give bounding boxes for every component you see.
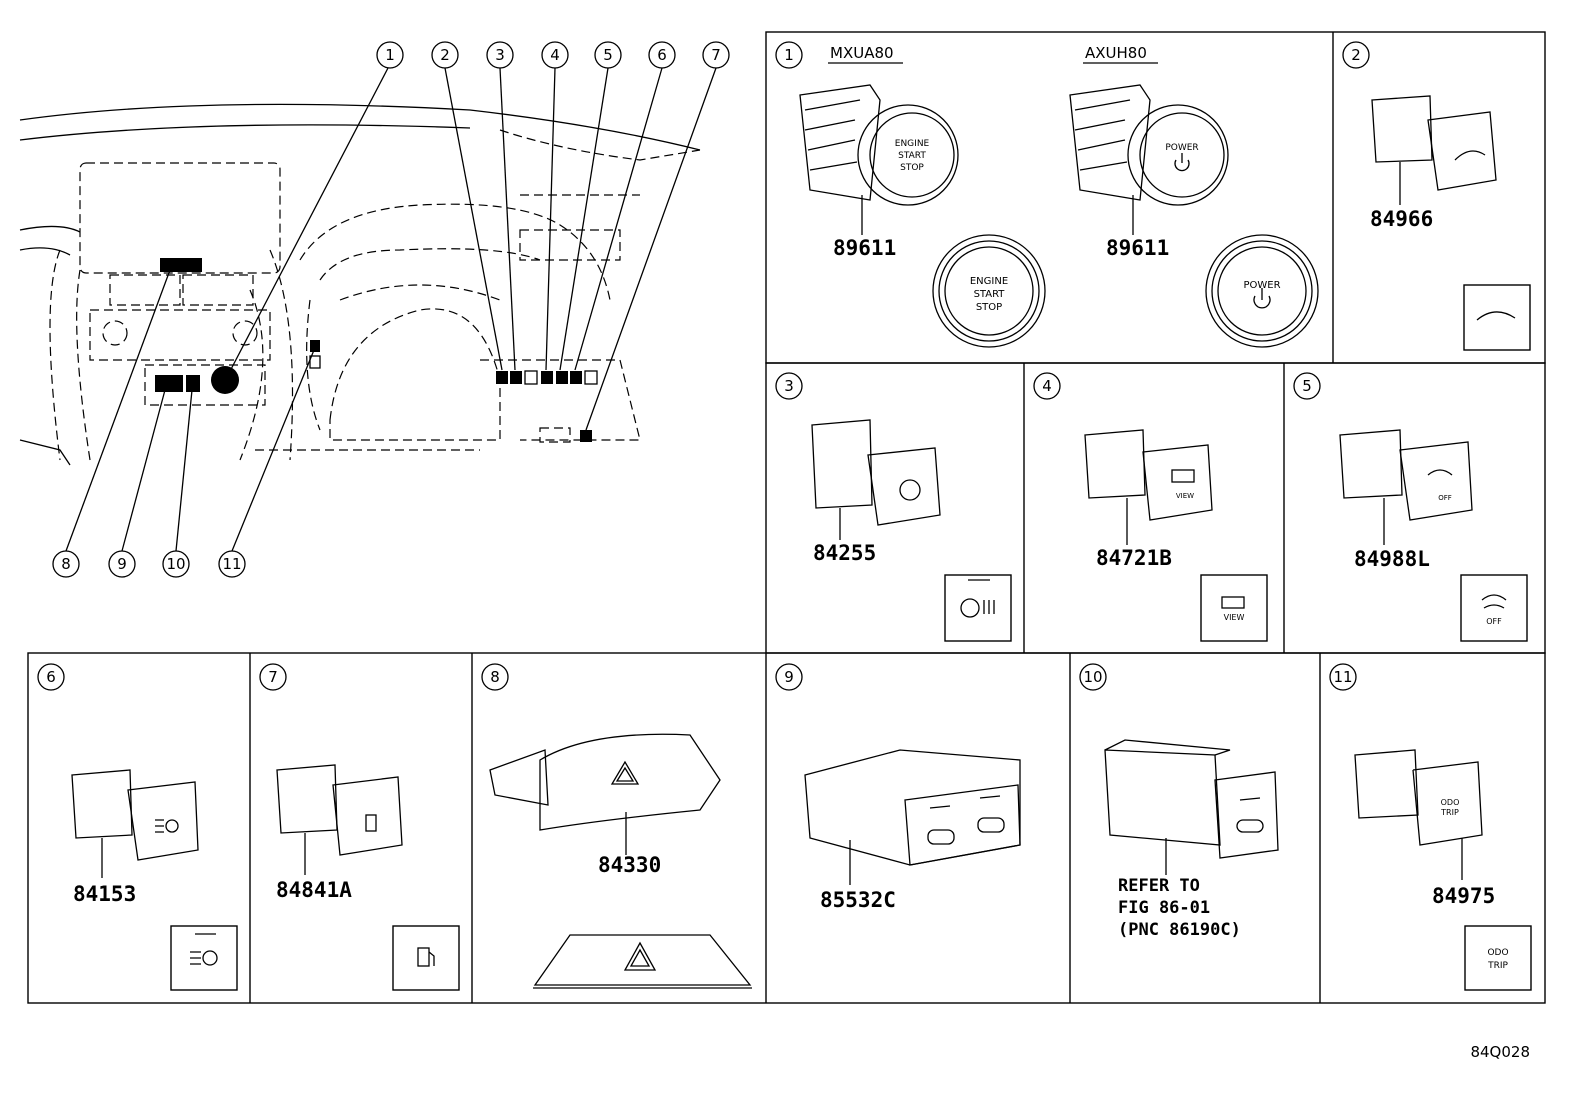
usb-icon — [1239, 797, 1261, 801]
part-85532c: 85532C — [820, 888, 896, 912]
panel-3-switch: 3 84255 — [775, 372, 1012, 642]
svg-text:4: 4 — [1042, 377, 1052, 395]
center-display — [79, 162, 281, 274]
svg-text:8: 8 — [61, 555, 71, 573]
svg-text:POWER: POWER — [1165, 143, 1198, 153]
svg-text:START: START — [898, 151, 926, 161]
svg-text:ODO: ODO — [1487, 948, 1508, 958]
traction-off-icon — [1481, 594, 1507, 609]
svg-text:5: 5 — [603, 46, 613, 64]
part-84255: 84255 — [813, 541, 876, 565]
panel-7-switch: 7 84841A — [259, 663, 460, 991]
svg-text:VIEW: VIEW — [1224, 613, 1245, 622]
svg-text:11: 11 — [222, 555, 241, 573]
svg-text:STOP: STOP — [976, 302, 1002, 313]
svg-text:TRIP: TRIP — [1487, 961, 1508, 971]
suspension-icon — [1476, 311, 1516, 321]
callout-8: 8 — [52, 550, 80, 578]
callout-6: 6 — [648, 41, 676, 69]
svg-text:OFF: OFF — [1438, 494, 1452, 502]
part-84330: 84330 — [598, 853, 661, 877]
part-89611-a: 89611 — [833, 236, 896, 260]
svg-text:2: 2 — [440, 46, 450, 64]
part-84721b: 84721B — [1096, 546, 1172, 570]
callout-7: 7 — [702, 41, 730, 69]
callout-2: 2 — [431, 41, 459, 69]
view-icon — [1221, 596, 1245, 609]
auto-headlight-icon — [202, 950, 218, 966]
svg-text:OFF: OFF — [1486, 617, 1502, 626]
svg-text:FIG 86-01: FIG 86-01 — [1118, 898, 1210, 918]
variant-axuh80: AXUH80 — [1085, 44, 1147, 62]
usb-c-icon — [929, 795, 1001, 809]
svg-text:1: 1 — [385, 46, 395, 64]
dashboard-overview: 1 2 3 4 5 6 7 8 9 10 11 — [19, 41, 730, 578]
panel-9-usb: 9 85532C — [775, 663, 1021, 912]
svg-text:3: 3 — [784, 377, 794, 395]
fuel-door-icon — [417, 947, 430, 967]
callout-11: 11 — [218, 550, 246, 578]
part-84153: 84153 — [73, 882, 136, 906]
svg-text:STOP: STOP — [900, 163, 924, 173]
svg-text:5: 5 — [1302, 377, 1312, 395]
svg-text:6: 6 — [657, 46, 667, 64]
callout-5: 5 — [594, 41, 622, 69]
display-sensor — [160, 258, 202, 272]
svg-text:6: 6 — [46, 668, 56, 686]
hazard-icon — [610, 760, 640, 785]
heated-wheel-icon — [899, 479, 921, 501]
svg-text:POWER: POWER — [1243, 280, 1280, 291]
panel-2-switch: 2 84966 — [1342, 41, 1531, 351]
diagram-code: 84Q028 — [1470, 1043, 1530, 1061]
svg-text:4: 4 — [550, 46, 560, 64]
panel-8-hazard: 8 84330 — [481, 663, 752, 989]
start-button-location — [211, 366, 239, 394]
panel-grid — [27, 31, 1546, 1004]
svg-text:TRIP: TRIP — [1440, 808, 1459, 817]
svg-text:9: 9 — [784, 668, 794, 686]
panel-1-start-switch: 1 MXUA80 AXUH80 ENGINE START STOP 89611 … — [775, 41, 1319, 348]
callout-10: 10 — [162, 550, 190, 578]
svg-text:9: 9 — [117, 555, 127, 573]
callout-9: 9 — [108, 550, 136, 578]
part-84988l: 84988L — [1354, 547, 1430, 571]
part-84975: 84975 — [1432, 884, 1495, 908]
panel-11-switch: 11 ODO TRIP 84975 ODO TRIP — [1329, 663, 1532, 991]
svg-text:1: 1 — [784, 46, 794, 64]
part-84966: 84966 — [1370, 207, 1433, 231]
svg-text:(PNC 86190C): (PNC 86190C) — [1118, 920, 1241, 940]
svg-text:3: 3 — [495, 46, 505, 64]
svg-text:7: 7 — [268, 668, 278, 686]
part-84841a: 84841A — [276, 878, 352, 902]
panel-5-switch: 5 OFF 84988L OFF — [1293, 372, 1528, 642]
callout-3: 3 — [486, 41, 514, 69]
svg-text:ODO: ODO — [1441, 798, 1460, 807]
svg-text:VIEW: VIEW — [1176, 492, 1194, 500]
panel-6-switch: 6 84153 — [37, 663, 238, 991]
callout-4: 4 — [541, 41, 569, 69]
svg-text:REFER TO: REFER TO — [1118, 876, 1200, 896]
svg-text:11: 11 — [1333, 668, 1352, 686]
svg-text:2: 2 — [1351, 46, 1361, 64]
variant-mxua80: MXUA80 — [830, 44, 894, 62]
panel-10-usb: 10 REFER TO FIG 86-01 (PNC 86190C) — [1079, 663, 1279, 940]
svg-text:ENGINE: ENGINE — [970, 276, 1008, 287]
svg-text:8: 8 — [490, 668, 500, 686]
svg-text:10: 10 — [1083, 668, 1102, 686]
panel-4-switch: 4 VIEW 84721B VIEW — [1033, 372, 1268, 642]
callout-1: 1 — [376, 41, 404, 69]
svg-text:7: 7 — [711, 46, 721, 64]
svg-text:START: START — [974, 289, 1006, 300]
part-89611-b: 89611 — [1106, 236, 1169, 260]
svg-text:ENGINE: ENGINE — [895, 139, 930, 149]
svg-text:10: 10 — [166, 555, 185, 573]
